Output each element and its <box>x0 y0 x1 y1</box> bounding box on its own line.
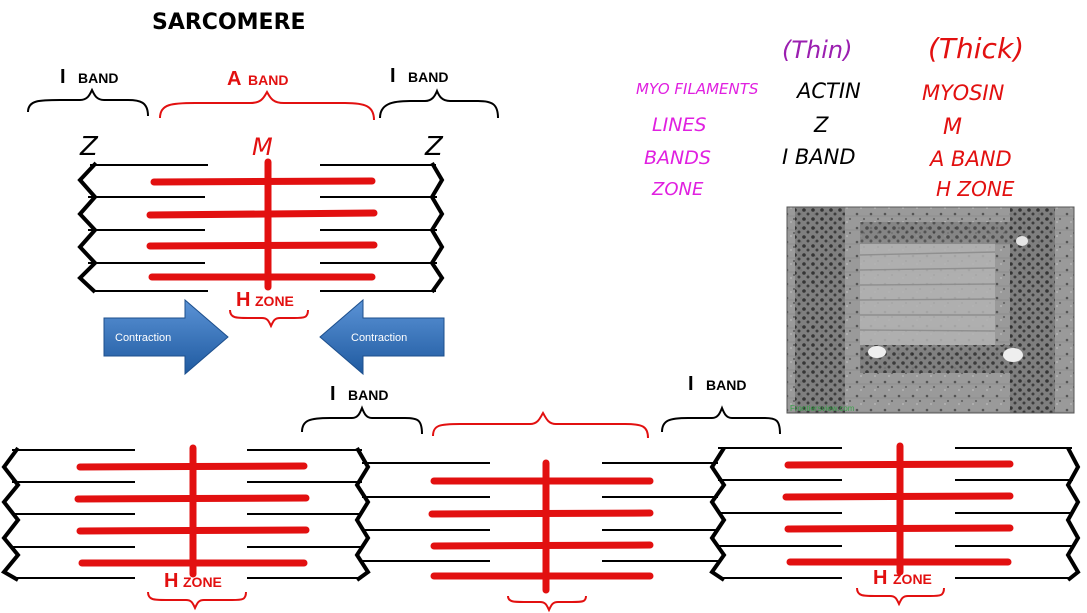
m-line-label: M <box>252 133 273 161</box>
bottom-i-band-1-bracket <box>301 405 423 435</box>
bottom-h-zone-right-label: H ZONE <box>873 567 932 589</box>
row-thin: I BAND <box>782 145 856 169</box>
contraction-arrow-left: Contraction <box>103 298 229 376</box>
col-header-thin: (Thin) <box>782 36 852 64</box>
myosin-filaments <box>146 177 378 281</box>
i-band-left-bracket <box>27 87 149 117</box>
zone-letter: H <box>164 570 178 592</box>
row-thick: H ZONE <box>936 177 1015 201</box>
bottom-a-band-bracket <box>432 411 649 439</box>
band-letter: I <box>330 383 336 405</box>
row-label: MYO FILAMENTS <box>636 80 759 98</box>
row-label: LINES <box>652 114 706 136</box>
z-line-bottom-3 <box>709 446 727 582</box>
z-line-bottom-1 <box>0 446 21 582</box>
bottom-i-band-2-label: I BAND <box>688 373 746 395</box>
z-line-left <box>77 161 98 294</box>
band-letter: A <box>227 68 241 90</box>
z-line-right <box>429 161 445 294</box>
bottom-h-zone-left-label: H ZONE <box>164 570 222 592</box>
band-letter: I <box>390 65 396 87</box>
zone-letter: H <box>873 567 887 589</box>
actin-filaments <box>718 447 1073 579</box>
zone-word: ZONE <box>255 293 294 309</box>
bottom-i-band-2-bracket <box>661 405 781 435</box>
row-thick: M <box>943 115 962 140</box>
z-line-bottom-4 <box>1065 447 1081 582</box>
actin-filaments <box>362 462 718 562</box>
zone-word: ZONE <box>183 574 222 590</box>
bottom-sarcomeres: I BAND I BAND <box>0 373 1081 613</box>
top-a-band-label: A BAND <box>227 68 288 90</box>
actin-filaments-left <box>88 164 208 292</box>
col-header-thick: (Thick) <box>928 32 1024 65</box>
contraction-label: Contraction <box>115 332 171 344</box>
electron-micrograph: Frontiersview.com <box>786 206 1075 414</box>
band-letter: I <box>60 66 66 88</box>
top-i-band-left-label: I BAND <box>60 66 118 88</box>
top-i-band-right-label: I BAND <box>390 65 448 87</box>
z-line-label-left: Z <box>79 132 99 162</box>
contraction-arrow-right: Contraction <box>319 298 445 376</box>
band-word: BAND <box>348 387 388 403</box>
contraction-label: Contraction <box>351 332 407 344</box>
row-thin: Z <box>813 113 829 137</box>
band-word: BAND <box>248 72 288 88</box>
top-sarcomere: I BAND A BAND I BAND Z M Z <box>27 65 499 329</box>
h-zone-bracket-top <box>229 309 309 329</box>
zone-letter: H <box>236 289 250 311</box>
filament-table: (Thin) (Thick) MYO FILAMENTS ACTIN MYOSI… <box>636 32 1024 201</box>
top-h-zone-label: H ZONE <box>236 289 294 311</box>
bottom-i-band-1-label: I BAND <box>330 383 388 405</box>
row-label: BANDS <box>644 147 711 169</box>
row-thick: MYOSIN <box>922 81 1005 105</box>
row-thin: ACTIN <box>795 79 861 103</box>
row-thick: A BAND <box>928 147 1012 171</box>
h-zone-bracket-left <box>147 591 247 611</box>
row-label: ZONE <box>651 179 704 200</box>
actin-filaments-right <box>320 164 437 292</box>
actin-filaments <box>12 449 362 579</box>
a-band-bracket <box>159 90 375 121</box>
band-word: BAND <box>408 69 448 85</box>
h-zone-bracket-right <box>856 587 945 607</box>
z-line-label-right: Z <box>424 132 444 162</box>
band-letter: I <box>688 373 694 395</box>
z-line-bottom-2 <box>354 446 371 582</box>
myosin-filaments <box>428 477 654 580</box>
micrograph-credit: Frontiersview.com <box>790 404 855 413</box>
i-band-right-bracket <box>379 88 499 119</box>
h-zone-bracket-middle <box>507 595 587 613</box>
page-title: SARCOMERE <box>152 10 306 35</box>
band-word: BAND <box>706 377 746 393</box>
band-word: BAND <box>78 70 118 86</box>
zone-word: ZONE <box>893 571 932 587</box>
